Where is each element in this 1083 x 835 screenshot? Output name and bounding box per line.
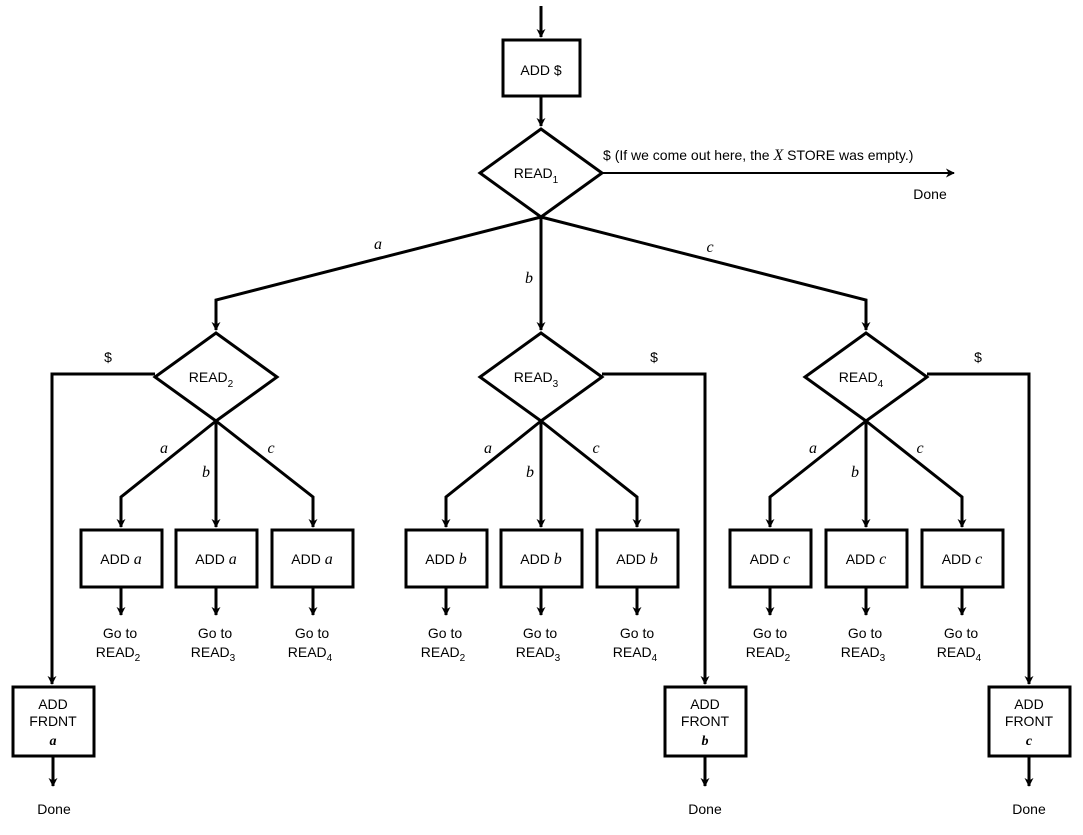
goto-target: READ3: [841, 644, 886, 664]
read3-group: READ3 $ a b c ADD b ADD b ADD b Go to RE…: [404, 331, 748, 817]
goto-label: Go to: [848, 625, 882, 641]
goto-target: READ4: [288, 644, 333, 664]
read4-branch-c: [865, 419, 967, 528]
read4-label-c: c: [916, 440, 923, 457]
read1-label: READ1: [514, 165, 559, 186]
read2-label-c: c: [267, 440, 274, 457]
read2-dollar-arrow: [47, 372, 155, 685]
add-front-line1: ADD: [38, 696, 68, 712]
add-box-label: ADD c: [942, 551, 983, 568]
goto-label: Go to: [523, 625, 557, 641]
add-box-label: ADD c: [750, 551, 791, 568]
read2-label: READ2: [189, 369, 234, 390]
read1-label-a: a: [374, 236, 382, 253]
add-front-line2: FRDNT: [29, 713, 77, 729]
goto-target: READ2: [746, 644, 791, 664]
read3-label-a: a: [484, 440, 492, 457]
read2-label-a: a: [160, 440, 168, 457]
goto-label: Go to: [753, 625, 787, 641]
add-front-box: [987, 685, 1072, 758]
read4-group: READ4 $ a b c ADD c ADD c ADD c Go to RE…: [728, 331, 1072, 817]
add-dollar-label: ADD $: [520, 62, 561, 78]
read2-branch-c: [215, 419, 318, 528]
read2-dollar-label: $: [104, 349, 112, 365]
add-box-label: ADD c: [846, 551, 887, 568]
add-box: [595, 528, 680, 589]
add-front-line1: ADD: [1014, 696, 1044, 712]
goto-target: READ3: [191, 644, 236, 664]
read1-branch-a: [211, 215, 542, 331]
read2-label-b: b: [202, 464, 210, 481]
read3-dollar-arrow: [602, 372, 710, 685]
read1-label-b: b: [525, 270, 533, 287]
add-box-label: ADD a: [195, 551, 236, 568]
read2-branch-a: [116, 419, 217, 528]
goto-target: READ2: [421, 644, 466, 664]
add-front-var: a: [50, 734, 57, 749]
goto-target: READ4: [613, 644, 658, 664]
add-front-line2: FRONT: [1005, 713, 1054, 729]
goto-label: Go to: [103, 625, 137, 641]
done-label: Done: [1012, 801, 1046, 817]
add-box-label: ADD a: [100, 551, 141, 568]
add-box: [174, 528, 259, 589]
add-box-label: ADD a: [291, 551, 332, 568]
done-label: Done: [37, 801, 71, 817]
done-label: Done: [688, 801, 722, 817]
add-front-var: b: [702, 734, 709, 749]
add-box: [920, 528, 1005, 589]
read2-group: READ2 $ a b c ADD a ADD a ADD a Go to RE…: [11, 331, 355, 817]
add-front-line1: ADD: [690, 696, 720, 712]
add-box: [824, 528, 909, 589]
goto-label: Go to: [944, 625, 978, 641]
goto-target: READ2: [96, 644, 141, 664]
read4-label-a: a: [809, 440, 817, 457]
goto-label: Go to: [428, 625, 462, 641]
add-box-label: ADD b: [425, 551, 466, 568]
read4-label-b: b: [851, 464, 859, 481]
read1-branch-c: [540, 215, 871, 331]
read3-label: READ3: [514, 369, 559, 390]
read1-label-c: c: [706, 239, 713, 256]
add-front-box: [663, 685, 748, 758]
read4-branch-a: [765, 419, 867, 528]
read4-label: READ4: [839, 369, 884, 390]
read4-dollar-label: $: [974, 349, 982, 365]
goto-label: Go to: [295, 625, 329, 641]
read1-exit-note: $ (If we come out here, the X STORE was …: [603, 147, 913, 164]
read3-label-c: c: [592, 440, 599, 457]
read3-label-b: b: [526, 464, 534, 481]
add-box-label: ADD b: [520, 551, 561, 568]
add-box-label: ADD b: [616, 551, 657, 568]
add-front-var: c: [1026, 734, 1033, 749]
goto-label: Go to: [620, 625, 654, 641]
read1-exit-done: Done: [913, 186, 947, 202]
add-front-line2: FRONT: [681, 713, 730, 729]
read3-branch-a: [441, 419, 542, 528]
read4-dollar-arrow: [927, 372, 1034, 685]
goto-target: READ4: [937, 644, 982, 664]
goto-label: Go to: [198, 625, 232, 641]
goto-target: READ3: [516, 644, 561, 664]
read3-dollar-label: $: [650, 349, 658, 365]
read3-branch-c: [540, 419, 642, 528]
